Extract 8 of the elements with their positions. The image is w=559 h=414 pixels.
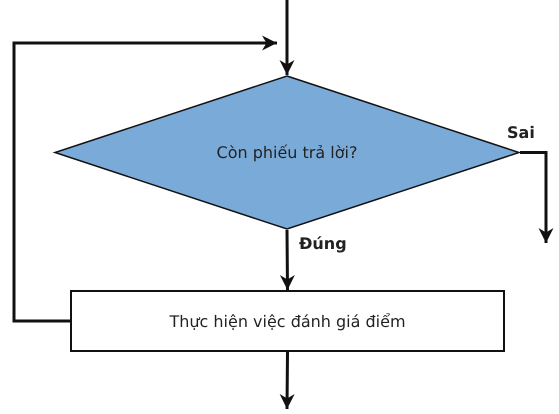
process-box <box>70 290 505 352</box>
arrow <box>280 0 294 75</box>
arrow <box>280 352 295 410</box>
node-text: Thực hiện việc đánh giá điểm <box>169 312 406 330</box>
arrow <box>12 36 277 322</box>
arrow <box>520 151 554 243</box>
node-text: Còn phiếu trả lời? <box>216 143 358 162</box>
arrow <box>280 230 295 290</box>
